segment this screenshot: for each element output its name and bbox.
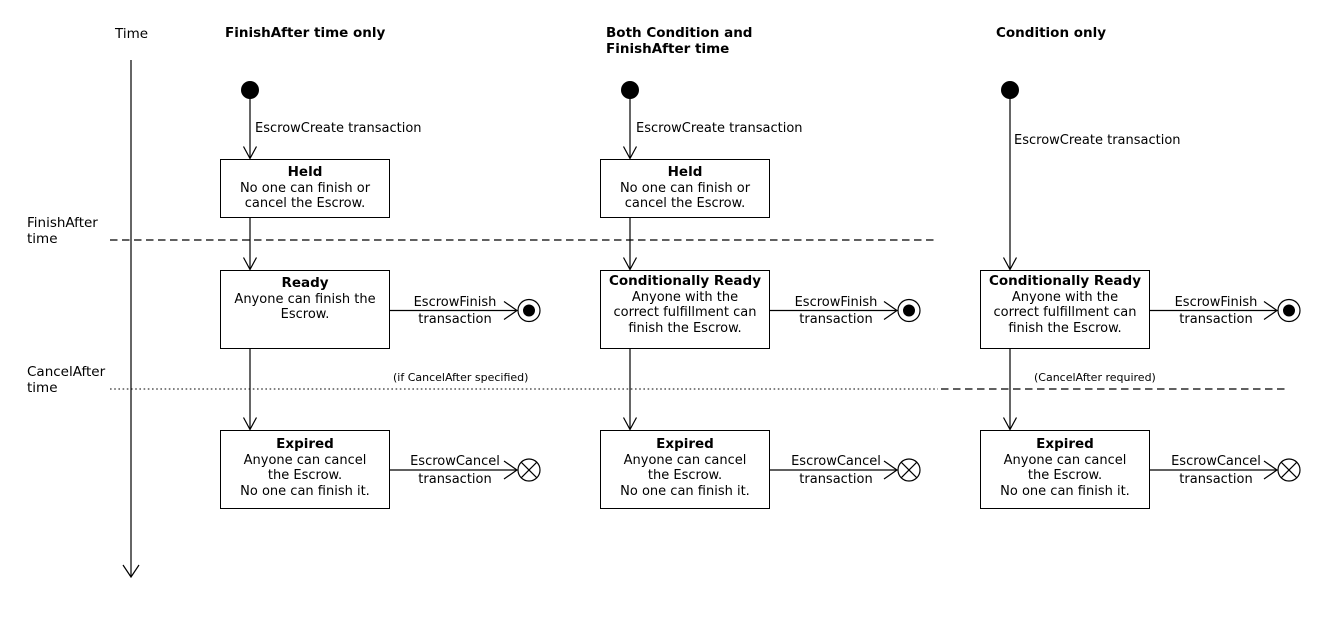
- time-axis-arrow: [122, 60, 140, 579]
- state-desc-line: Anyone can cancel: [623, 452, 747, 468]
- escrowcreate-label-col2: EscrowCreate transaction: [636, 121, 803, 136]
- state-desc-line: No one can finish or: [239, 180, 371, 196]
- escrowcancel-label-col2-line1: EscrowCancel: [791, 454, 881, 469]
- column-header-both-line1: Both Condition and: [606, 25, 753, 41]
- state-box-expired-col1: Expired Anyone can cancel the Escrow. No…: [220, 430, 390, 509]
- state-box-ready-col1: Ready Anyone can finish the Escrow.: [220, 270, 390, 349]
- time-axis-title: Time: [115, 26, 149, 42]
- state-desc-line: Anyone with the: [631, 289, 739, 305]
- arrowhead-down-icon: [622, 146, 638, 160]
- state-title: Conditionally Ready: [608, 273, 762, 289]
- state-desc-line: the Escrow.: [647, 468, 723, 483]
- escrowfinish-label-col2-line2: transaction: [799, 312, 873, 327]
- escrowcancel-label-col1-line2: transaction: [418, 471, 492, 487]
- state-desc-line: correct fulfillment can: [993, 305, 1137, 320]
- terminate-state-icon: [897, 458, 921, 482]
- state-title: Expired: [656, 436, 714, 452]
- cancelafter-required-annotation: (CancelAfter required): [1034, 371, 1156, 384]
- arrowhead-right-icon: [1263, 301, 1279, 320]
- state-desc-line: No one can finish or: [619, 180, 751, 196]
- flow-column-finishafter-only: [241, 81, 541, 482]
- arrowhead-down-icon: [242, 146, 258, 160]
- arrowhead-down-icon: [622, 417, 638, 431]
- state-box-expired-col2: Expired Anyone can cancel the Escrow. No…: [600, 430, 770, 509]
- column-header-both-line2: FinishAfter time: [606, 41, 730, 57]
- state-box-held-col2: Held No one can finish or cancel the Esc…: [600, 159, 770, 218]
- state-desc-line: finish the Escrow.: [1008, 320, 1122, 336]
- flow-column-both: [621, 81, 921, 482]
- finishafter-time-label: FinishAfter time: [27, 215, 98, 247]
- state-desc-line: No one can finish it.: [1000, 483, 1130, 499]
- escrowcreate-label-col3: EscrowCreate transaction: [1014, 133, 1181, 148]
- state-box-conditionally-ready-col2: Conditionally Ready Anyone with the corr…: [600, 270, 770, 349]
- column-header-finishafter-only: FinishAfter time only: [225, 25, 386, 41]
- state-title: Ready: [281, 275, 329, 291]
- escrowfinish-label-col1-line2: transaction: [418, 312, 492, 327]
- state-desc-line: Anyone can cancel: [243, 452, 367, 468]
- state-box-conditionally-ready-col3: Conditionally Ready Anyone with the corr…: [980, 270, 1150, 349]
- arrowhead-right-icon: [883, 301, 899, 320]
- escrowfinish-label-col3-line2: transaction: [1179, 312, 1253, 327]
- finishafter-time-label-line1: FinishAfter: [27, 215, 98, 231]
- state-title: Conditionally Ready: [988, 273, 1142, 289]
- flow-column-condition-only: [1001, 81, 1301, 482]
- escrowfinish-label-col2-line1: EscrowFinish: [794, 295, 878, 310]
- escrowfinish-label-col1-line1: EscrowFinish: [413, 295, 497, 310]
- state-desc-line: the Escrow.: [267, 468, 343, 483]
- state-desc-line: cancel the Escrow.: [244, 196, 366, 211]
- escrowcancel-label-col1-line1: EscrowCancel: [410, 454, 500, 469]
- state-desc-line: Escrow.: [280, 307, 330, 322]
- escrowfinish-label-col3-line1: EscrowFinish: [1174, 295, 1258, 310]
- state-desc-line: Anyone with the: [1011, 289, 1119, 305]
- arrowhead-down-icon: [1002, 417, 1018, 431]
- state-box-expired-col3: Expired Anyone can cancel the Escrow. No…: [980, 430, 1150, 509]
- finishafter-time-label-line2: time: [27, 231, 58, 247]
- terminate-state-icon: [1277, 458, 1301, 482]
- escrowcancel-label-col3-line1: EscrowCancel: [1171, 454, 1261, 469]
- arrowhead-down-icon: [1002, 257, 1018, 271]
- state-desc-line: cancel the Escrow.: [624, 196, 746, 211]
- arrowhead-down-icon: [242, 257, 258, 271]
- escrowcreate-label-col1: EscrowCreate transaction: [255, 121, 422, 136]
- state-desc-line: No one can finish it.: [620, 483, 750, 499]
- state-desc-line: finish the Escrow.: [628, 320, 742, 336]
- escrowcancel-label-col3-line2: transaction: [1179, 471, 1253, 487]
- state-desc-line: the Escrow.: [1027, 468, 1103, 483]
- arrowhead-right-icon: [1263, 460, 1279, 480]
- arrowhead-down-icon: [622, 257, 638, 271]
- state-title: Held: [667, 164, 703, 180]
- if-cancelafter-annotation: (if CancelAfter specified): [393, 371, 529, 384]
- arrowhead-right-icon: [503, 460, 519, 480]
- state-title: Expired: [276, 436, 334, 452]
- state-box-held-col1: Held No one can finish or cancel the Esc…: [220, 159, 390, 218]
- state-desc-line: Anyone can finish the: [234, 291, 376, 307]
- arrowhead-right-icon: [503, 301, 519, 320]
- state-desc-line: correct fulfillment can: [613, 305, 757, 320]
- terminate-state-icon: [517, 458, 541, 482]
- column-header-condition-only: Condition only: [996, 25, 1107, 41]
- state-title: Held: [287, 164, 323, 180]
- arrowhead-down-icon: [242, 417, 258, 431]
- escrowcancel-label-col2-line2: transaction: [799, 471, 873, 487]
- arrowhead-right-icon: [883, 460, 899, 480]
- cancelafter-time-label-line2: time: [27, 380, 58, 396]
- cancelafter-time-label-line1: CancelAfter: [27, 364, 106, 380]
- state-desc-line: Anyone can cancel: [1003, 452, 1127, 468]
- cancelafter-time-label: CancelAfter time: [27, 364, 105, 396]
- state-title: Expired: [1036, 436, 1094, 452]
- state-desc-line: No one can finish it.: [240, 483, 370, 499]
